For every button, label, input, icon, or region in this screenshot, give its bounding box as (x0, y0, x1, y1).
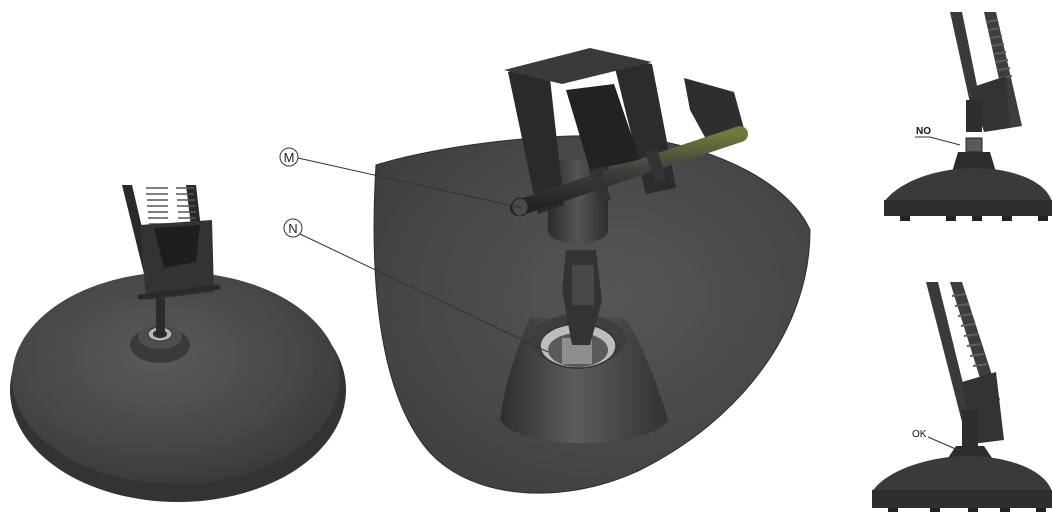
rb-base-neck (948, 446, 992, 458)
rb-spring (951, 293, 988, 367)
left-base-view (10, 185, 346, 502)
callout-n-leader (299, 233, 549, 353)
left-base-top (12, 272, 340, 484)
rb-base-rim (872, 490, 1052, 508)
center-inner-plate (566, 84, 640, 170)
note-ok: OK (912, 429, 927, 440)
rt-collar-gap (965, 137, 983, 153)
left-cross-rod (137, 284, 221, 300)
rb-joint (962, 410, 978, 446)
left-spring-2 (176, 187, 196, 219)
center-rod-end (511, 197, 529, 217)
center-rod-clamp-2 (645, 148, 667, 184)
left-bracket-cutout (154, 225, 200, 268)
right-top-view-incorrect: NO (884, 12, 1052, 221)
note-no: NO (916, 126, 931, 137)
callout-m-circle (279, 147, 299, 167)
rt-base-rim (884, 200, 1052, 216)
callout-n-circle (283, 218, 303, 238)
rb-spring-rail (950, 282, 1000, 404)
callout-m-label: M (284, 150, 295, 165)
rt-spring (985, 19, 1013, 79)
right-bottom-view-correct: OK (872, 282, 1052, 512)
rb-base-feet (888, 508, 1046, 512)
center-rod-clamp-1 (589, 166, 611, 204)
callout-n-label: N (288, 221, 297, 236)
rb-base-dome (872, 456, 1052, 492)
center-yoke-top (504, 48, 652, 84)
rt-base-dome (884, 168, 1052, 202)
center-stem-link (572, 265, 594, 305)
rt-base-neck (952, 152, 996, 172)
callout-n: N (283, 218, 549, 353)
rb-note-leader (927, 436, 959, 451)
rb-arm (926, 282, 972, 422)
rt-joint (966, 100, 982, 132)
callout-m: M (279, 147, 523, 209)
center-yoke-left (508, 60, 564, 214)
center-closeup-view (373, 48, 811, 494)
rt-base-feet (900, 216, 1048, 221)
rt-note-leader (929, 136, 961, 146)
callout-m-leader (297, 157, 523, 209)
left-stem (156, 298, 165, 332)
center-cross-rod (510, 126, 748, 216)
